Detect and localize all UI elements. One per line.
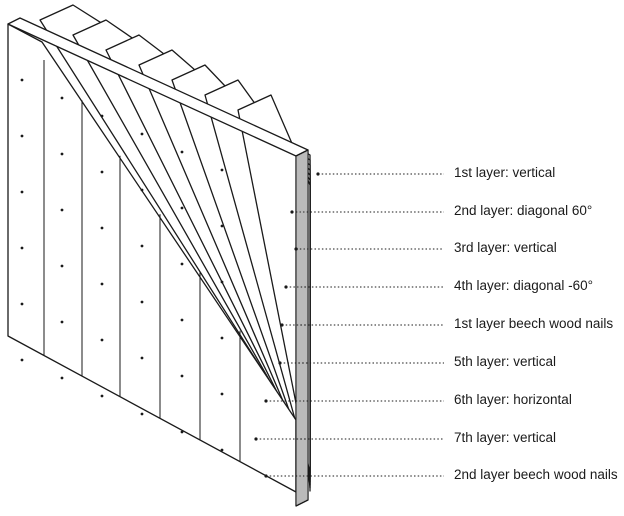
label-nails-1: 1st layer beech wood nails (454, 316, 614, 331)
leader-lines (254, 172, 444, 478)
nail-dot (140, 188, 144, 192)
nail-dot (220, 224, 224, 228)
leader-anchor-2 (294, 247, 298, 251)
nail-dot (60, 376, 64, 380)
label-layer-5: 5th layer: vertical (454, 354, 557, 369)
nail-dot (100, 282, 104, 286)
nail-dot (20, 134, 24, 138)
nail-dot (140, 132, 144, 136)
label-layer-3: 3rd layer: vertical (454, 240, 557, 255)
label-layer-7: 7th layer: vertical (454, 430, 557, 445)
nail-dot (20, 302, 24, 306)
nail-dot (20, 358, 24, 362)
leader-anchor-7 (254, 437, 258, 441)
nail-dot (20, 78, 24, 82)
nail-dot (180, 262, 184, 266)
leader-anchor-0 (316, 172, 320, 176)
nail-dot (140, 356, 144, 360)
nail-dot (180, 318, 184, 322)
label-layer-1: 1st layer: vertical (454, 165, 556, 180)
leader-anchor-4 (280, 323, 284, 327)
leader-anchor-8 (264, 474, 268, 478)
label-layer-6: 6th layer: horizontal (454, 392, 572, 407)
nail-dot (180, 206, 184, 210)
leader-anchor-6 (264, 399, 268, 403)
nail-dot (220, 168, 224, 172)
nail-dot (140, 244, 144, 248)
nail-dot (100, 114, 104, 118)
nail-dot (180, 430, 184, 434)
leader-anchor-3 (284, 285, 288, 289)
panel-layers (7, 4, 311, 507)
label-layer-4: 4th layer: diagonal -60° (454, 278, 593, 293)
nail-dot (220, 336, 224, 340)
nail-dot (100, 170, 104, 174)
nail-dot (60, 208, 64, 212)
nail-dot (60, 320, 64, 324)
nail-dot (60, 152, 64, 156)
nail-dot (100, 394, 104, 398)
nail-dots (20, 78, 224, 452)
label-nails-2: 2nd layer beech wood nails (454, 467, 618, 482)
nail-dot (60, 264, 64, 268)
nail-dot (100, 338, 104, 342)
nail-dot (180, 374, 184, 378)
label-layer-2: 2nd layer: diagonal 60° (454, 203, 593, 218)
leader-anchor-5 (278, 361, 282, 365)
nail-dot (60, 96, 64, 100)
nail-dot (20, 190, 24, 194)
nail-dot (180, 150, 184, 154)
nail-dot (220, 280, 224, 284)
nail-dot (100, 226, 104, 230)
nail-dot (220, 448, 224, 452)
nail-dot (140, 300, 144, 304)
leader-anchor-1 (290, 210, 294, 214)
nail-dot (220, 392, 224, 396)
nail-dot (20, 246, 24, 250)
nail-dot (140, 412, 144, 416)
